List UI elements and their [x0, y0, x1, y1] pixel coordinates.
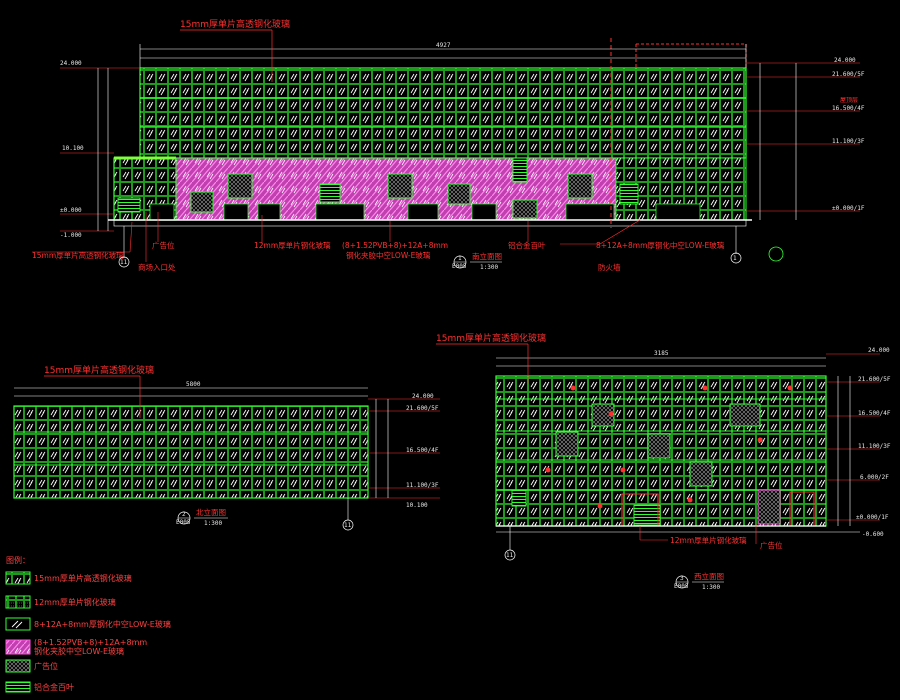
view1-note-ad: 广告位 [152, 240, 175, 250]
view1-note-laminated-1: (8+1.52PVB+8)+12A+8mm [342, 241, 448, 250]
view2-title-scale: 1:300 [204, 520, 222, 527]
view1-overall-dim: 4927 [436, 42, 451, 49]
view1-level-right-4: 11.100/3F [832, 138, 865, 145]
view3-axis: 11 [506, 552, 514, 559]
view1-level-right-3: 16.500/4F [832, 105, 865, 112]
view1-louver [512, 157, 528, 183]
view1-louver [619, 183, 639, 205]
view1-note-louver: 铝合金百叶 [508, 240, 546, 250]
legend-label-0: 15mm厚单片高透钢化玻璃 [34, 573, 132, 583]
view1-title-scale: 1:300 [480, 264, 498, 271]
view1-level-right-1: 24.000 [834, 57, 856, 64]
legend-swatch-ad [5, 659, 31, 673]
legend-swatch-lam [5, 639, 31, 655]
north-symbol [768, 246, 784, 262]
legend-label-5: 铝合金百叶 [34, 682, 74, 692]
view1-level-left-2: 10.100 [62, 145, 84, 152]
view1-note-12mm: 12mm厚单片钢化玻璃 [254, 240, 331, 250]
view3-ad-panel [689, 461, 713, 487]
view2-title-name: 北立面图 [196, 507, 226, 517]
view1-note-laminated-2: 钢化夹胶中空LOW-E玻璃 [346, 250, 431, 260]
view1-elevation: 4927 24.000 10.100 ±0.000 -1.000 24.000 … [32, 18, 865, 272]
view1-axis-right: 1 [733, 255, 737, 262]
view2-overall-dim: 5800 [186, 381, 201, 388]
view2-title-sheet: E005 [176, 519, 191, 526]
view2-level-2: 21.600/5F [406, 405, 439, 412]
view3-top-note: 15mm厚单片高透钢化玻璃 [436, 332, 546, 344]
view3-note-12mm: 12mm厚单片钢化玻璃 [670, 535, 747, 545]
view3-level-6: ±0.000/1F [856, 514, 889, 521]
view2-top-note: 15mm厚单片高透钢化玻璃 [44, 364, 154, 376]
view3-overall-dim: 3185 [654, 350, 669, 357]
view1-note-fire: 防火墙 [598, 262, 621, 272]
legend: 图例： 15mm厚单片高透钢化玻璃 12mm厚单片钢化玻璃 8+12A+8mm厚… [5, 555, 171, 693]
legend-heading: 图例： [6, 555, 30, 565]
view2-level-1: 24.000 [412, 393, 434, 400]
view1-title-num: 1 [458, 255, 462, 262]
view1-level-left-3: ±0.000 [60, 207, 82, 214]
view3-louver [511, 489, 527, 507]
view3-ad-panel [647, 433, 671, 459]
view2-elevation: 5800 15mm厚单片高透钢化玻璃 24.000 21.600/5F 16.5… [13, 364, 440, 531]
view3-level-5: 6.000/2F [860, 474, 889, 481]
legend-label-1: 12mm厚单片钢化玻璃 [34, 597, 116, 607]
view1-axis-left: 11 [120, 259, 128, 266]
view1-ad-panel [387, 173, 413, 199]
view1-facade-upper [139, 67, 747, 159]
view2-axis: 11 [344, 522, 352, 529]
view1-level-left-4: -1.000 [60, 232, 82, 239]
view1-top-note: 15mm厚单片高透钢化玻璃 [180, 18, 290, 30]
legend-label-2: 8+12A+8mm厚钢化中空LOW-E玻璃 [34, 619, 171, 629]
view2-facade [13, 405, 369, 499]
view2-level-3: 16.500/4F [406, 447, 439, 454]
view1-level-right-2: 21.600/5F [832, 71, 865, 78]
view1-louver [319, 183, 341, 203]
view1-ad-panel [190, 191, 214, 213]
view1-note-glass: 15mm厚单片高透钢化玻璃 [32, 250, 124, 260]
view3-title-scale: 1:300 [702, 584, 720, 591]
view3-elevation: 3185 15mm厚单片高透钢化玻璃 24.000 21.600/5F 16.5… [436, 332, 891, 591]
view3-ad-panel [591, 403, 615, 427]
view3-louver [633, 504, 661, 526]
view1-note-insulating: 8+12A+8mm厚钢化中空LOW-E玻璃 [596, 240, 725, 250]
view3-level-1: 24.000 [868, 347, 890, 354]
view2-level-5: 10.100 [406, 502, 428, 509]
view1-title-name: 南立面图 [472, 251, 502, 261]
view1-roof-label: 屋顶层 [840, 97, 858, 104]
legend-swatch-louver [5, 681, 31, 693]
view3-title-sheet: E005 [674, 583, 689, 590]
view2-level-4: 11.100/3F [406, 482, 439, 489]
legend-label-4: 广告位 [34, 661, 58, 671]
view1-louver [117, 197, 141, 213]
view3-level-7: -0.600 [862, 531, 884, 538]
view1-ad-panel [227, 173, 253, 199]
view3-title-num: 3 [680, 575, 684, 582]
view3-level-4: 11.100/3F [858, 443, 891, 450]
legend-label-3: (8+1.52PVB+8)+12A+8mm [34, 638, 147, 647]
view1-ad-panel [447, 183, 471, 205]
view3-ad-panel [555, 431, 579, 457]
legend-swatch-insul [5, 617, 31, 631]
view3-level-2: 21.600/5F [858, 376, 891, 383]
view3-ad-panel [729, 403, 761, 427]
view1-note-entrance: 商场入口处 [138, 262, 176, 272]
view1-title-sheet: E005 [452, 263, 467, 270]
view3-note-ad: 广告位 [760, 540, 783, 550]
legend-swatch-glass12 [5, 595, 31, 609]
view3-title-name: 西立面图 [694, 571, 724, 581]
view1-level-left-1: 24.000 [60, 60, 82, 67]
legend-swatch-glass [5, 571, 31, 585]
view1-ad-panel [512, 199, 538, 219]
view2-title-num: 2 [182, 511, 186, 518]
legend-label-3b: 钢化夹胶中空LOW-E玻璃 [34, 646, 124, 656]
view1-level-right-5: ±0.000/1F [832, 205, 865, 212]
view3-ad-panel [757, 489, 781, 525]
view1-ad-panel [567, 173, 593, 199]
view3-level-3: 16.500/4F [858, 410, 891, 417]
